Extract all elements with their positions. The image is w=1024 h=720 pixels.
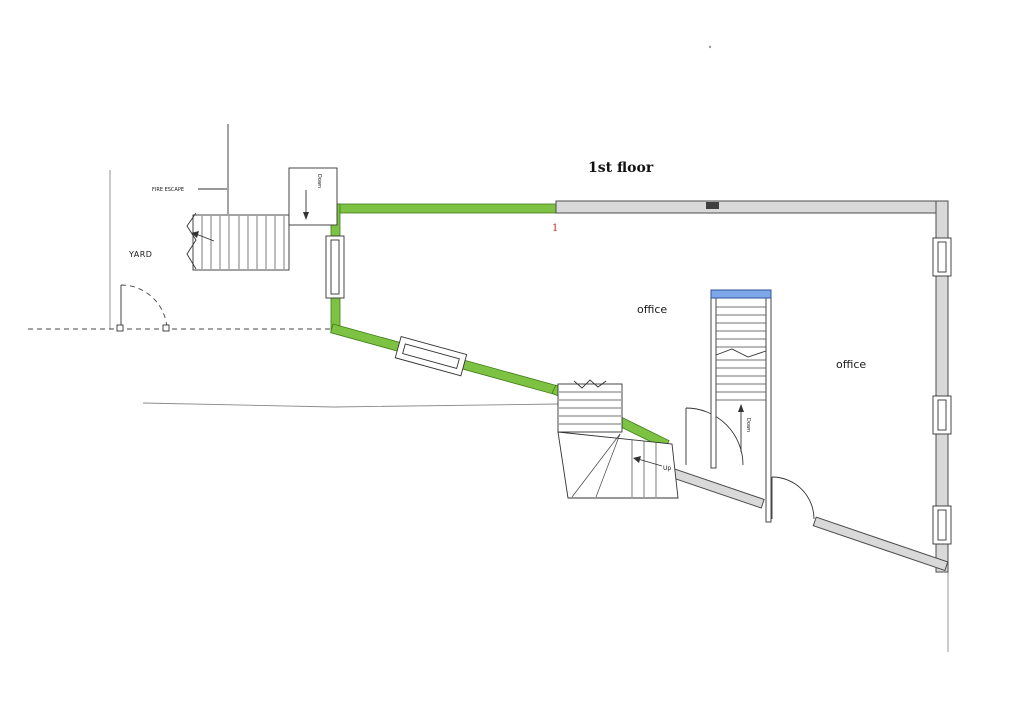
arrowhead-icon <box>633 456 641 463</box>
fire-escape-stairs <box>192 214 290 271</box>
direction-arrow <box>195 233 215 242</box>
fire-escape: Down <box>186 167 338 271</box>
page-title: 1st floor <box>588 160 654 176</box>
window-symbol <box>932 395 952 435</box>
stray-dot <box>708 45 712 49</box>
arrowhead-icon <box>303 212 309 220</box>
yard-label: YARD <box>128 250 152 259</box>
fire-escape-landing <box>288 167 338 226</box>
site-boundary-lines <box>28 45 949 652</box>
window-symbol-inner <box>330 239 340 295</box>
ground-line <box>142 402 559 408</box>
down-label: Down <box>316 174 322 188</box>
wall-column-marker <box>706 202 719 209</box>
break-line-icon <box>715 348 767 358</box>
highlighted-wall-top <box>332 203 561 214</box>
door-swings <box>685 407 815 520</box>
main-staircase: Down <box>710 289 772 523</box>
break-line-icon <box>573 379 607 389</box>
highlighted-wall-blue <box>710 289 772 299</box>
break-line-icon <box>186 212 197 270</box>
wall-top <box>555 200 949 214</box>
revision-marker: 1 <box>552 223 558 234</box>
fire-escape-label: FIRE ESCAPE <box>152 187 184 193</box>
window-symbol <box>932 505 952 545</box>
lower-staircase: Up <box>557 379 679 499</box>
window-symbol-inner <box>402 343 460 369</box>
stair-treads <box>559 391 621 425</box>
text-labels: 1st floor office office YARD FIRE ESCAPE <box>128 160 866 371</box>
stair-wall-left <box>710 291 717 469</box>
up-arrow <box>637 458 663 467</box>
window-symbol <box>932 237 952 277</box>
stair-treads <box>201 216 285 269</box>
room-label-office-right: office <box>836 358 866 371</box>
gate-swing-icon <box>120 284 168 330</box>
wall-right <box>935 200 949 573</box>
stair-wall-right <box>765 291 772 523</box>
up-label: Up <box>663 465 671 472</box>
building-walls <box>555 200 949 573</box>
stair-winder-treads <box>571 433 657 498</box>
gate-post <box>162 324 170 332</box>
down-label: Down <box>745 418 751 432</box>
yard-gate <box>116 284 170 332</box>
door-swing-icon <box>685 407 744 466</box>
arrowhead-icon <box>191 231 199 238</box>
stair-winder-area <box>557 431 679 499</box>
gate-post <box>116 324 124 332</box>
door-swing-icon <box>771 476 815 520</box>
right-wall-windows <box>932 237 952 545</box>
wall-bottom-right <box>812 516 949 572</box>
arrowhead-icon <box>738 404 744 412</box>
stair-treads <box>716 306 766 401</box>
room-label-office-left: office <box>637 303 667 316</box>
